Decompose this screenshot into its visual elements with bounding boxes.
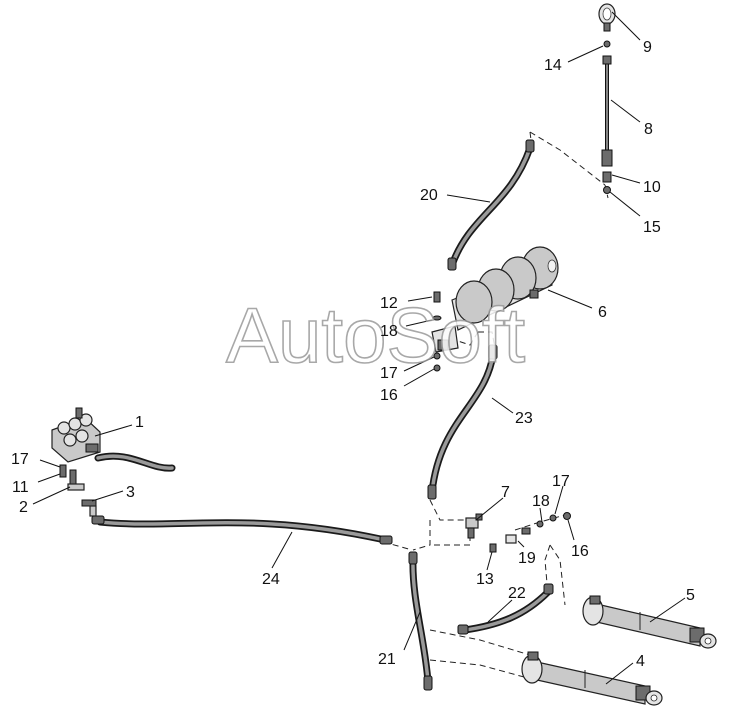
callout-17-left: 17	[11, 451, 29, 468]
callout-3: 3	[126, 484, 135, 501]
callout-17-right: 17	[552, 473, 570, 490]
seal-washer-14	[603, 40, 611, 48]
gauge-line-8	[601, 55, 613, 167]
seal-16-upper	[433, 364, 441, 372]
callout-7: 7	[501, 484, 510, 501]
callout-11: 11	[12, 479, 29, 496]
callout-23: 23	[515, 410, 533, 427]
callout-20: 20	[420, 187, 438, 204]
callout-13: 13	[476, 571, 494, 588]
tee-fitting-2	[67, 469, 85, 491]
callout-6: 6	[598, 304, 607, 321]
callout-10: 10	[643, 179, 661, 196]
pressure-gauge-9	[598, 3, 616, 32]
leader-lines	[32, 11, 686, 685]
callout-16-right: 16	[571, 543, 589, 560]
callout-4: 4	[636, 653, 645, 670]
seal-17-upper	[433, 352, 441, 360]
seal-washer-15	[603, 186, 611, 194]
callout-5: 5	[686, 587, 695, 604]
accumulator-block-6	[431, 246, 559, 353]
adapter-10	[602, 171, 612, 183]
callout-labels: 9 14 8 10 15 20 6 12 18 17 16 23 1 17 11…	[11, 39, 695, 670]
fitting-3	[81, 499, 97, 517]
nipple-19	[521, 527, 531, 535]
washer-18-lower	[536, 520, 544, 528]
callout-17-upper: 17	[380, 365, 398, 382]
callout-24: 24	[262, 571, 280, 588]
autosoft-watermark: AutoSoft	[226, 291, 526, 379]
callout-15: 15	[643, 219, 661, 236]
callout-16-upper: 16	[380, 387, 398, 404]
control-valve-1	[51, 407, 101, 463]
hose-20	[447, 139, 535, 271]
hydraulic-cylinder-5	[582, 595, 717, 649]
callout-1: 1	[135, 414, 144, 431]
hose-valve-return	[94, 452, 176, 472]
seal-17-lower	[549, 514, 557, 522]
fitting-19	[505, 534, 517, 544]
callout-18-right: 18	[532, 493, 550, 510]
hose-23	[427, 344, 498, 500]
callout-12: 12	[380, 295, 398, 312]
callout-22: 22	[508, 585, 526, 602]
seal-16-lower	[563, 512, 571, 520]
callout-19: 19	[518, 550, 536, 567]
callout-2: 2	[19, 499, 28, 516]
bolt-11	[59, 464, 67, 478]
washer-18-upper	[432, 315, 442, 321]
bolt-12	[433, 291, 441, 303]
callout-14: 14	[544, 57, 562, 74]
hose-24	[91, 515, 393, 545]
callout-9: 9	[643, 39, 652, 56]
callout-18-upper: 18	[380, 323, 398, 340]
hose-22	[457, 583, 554, 635]
callout-21: 21	[378, 651, 396, 668]
hose-21	[408, 551, 433, 691]
callout-8: 8	[644, 121, 653, 138]
fitting-13	[489, 543, 497, 553]
hydraulic-cylinder-4	[521, 651, 663, 706]
